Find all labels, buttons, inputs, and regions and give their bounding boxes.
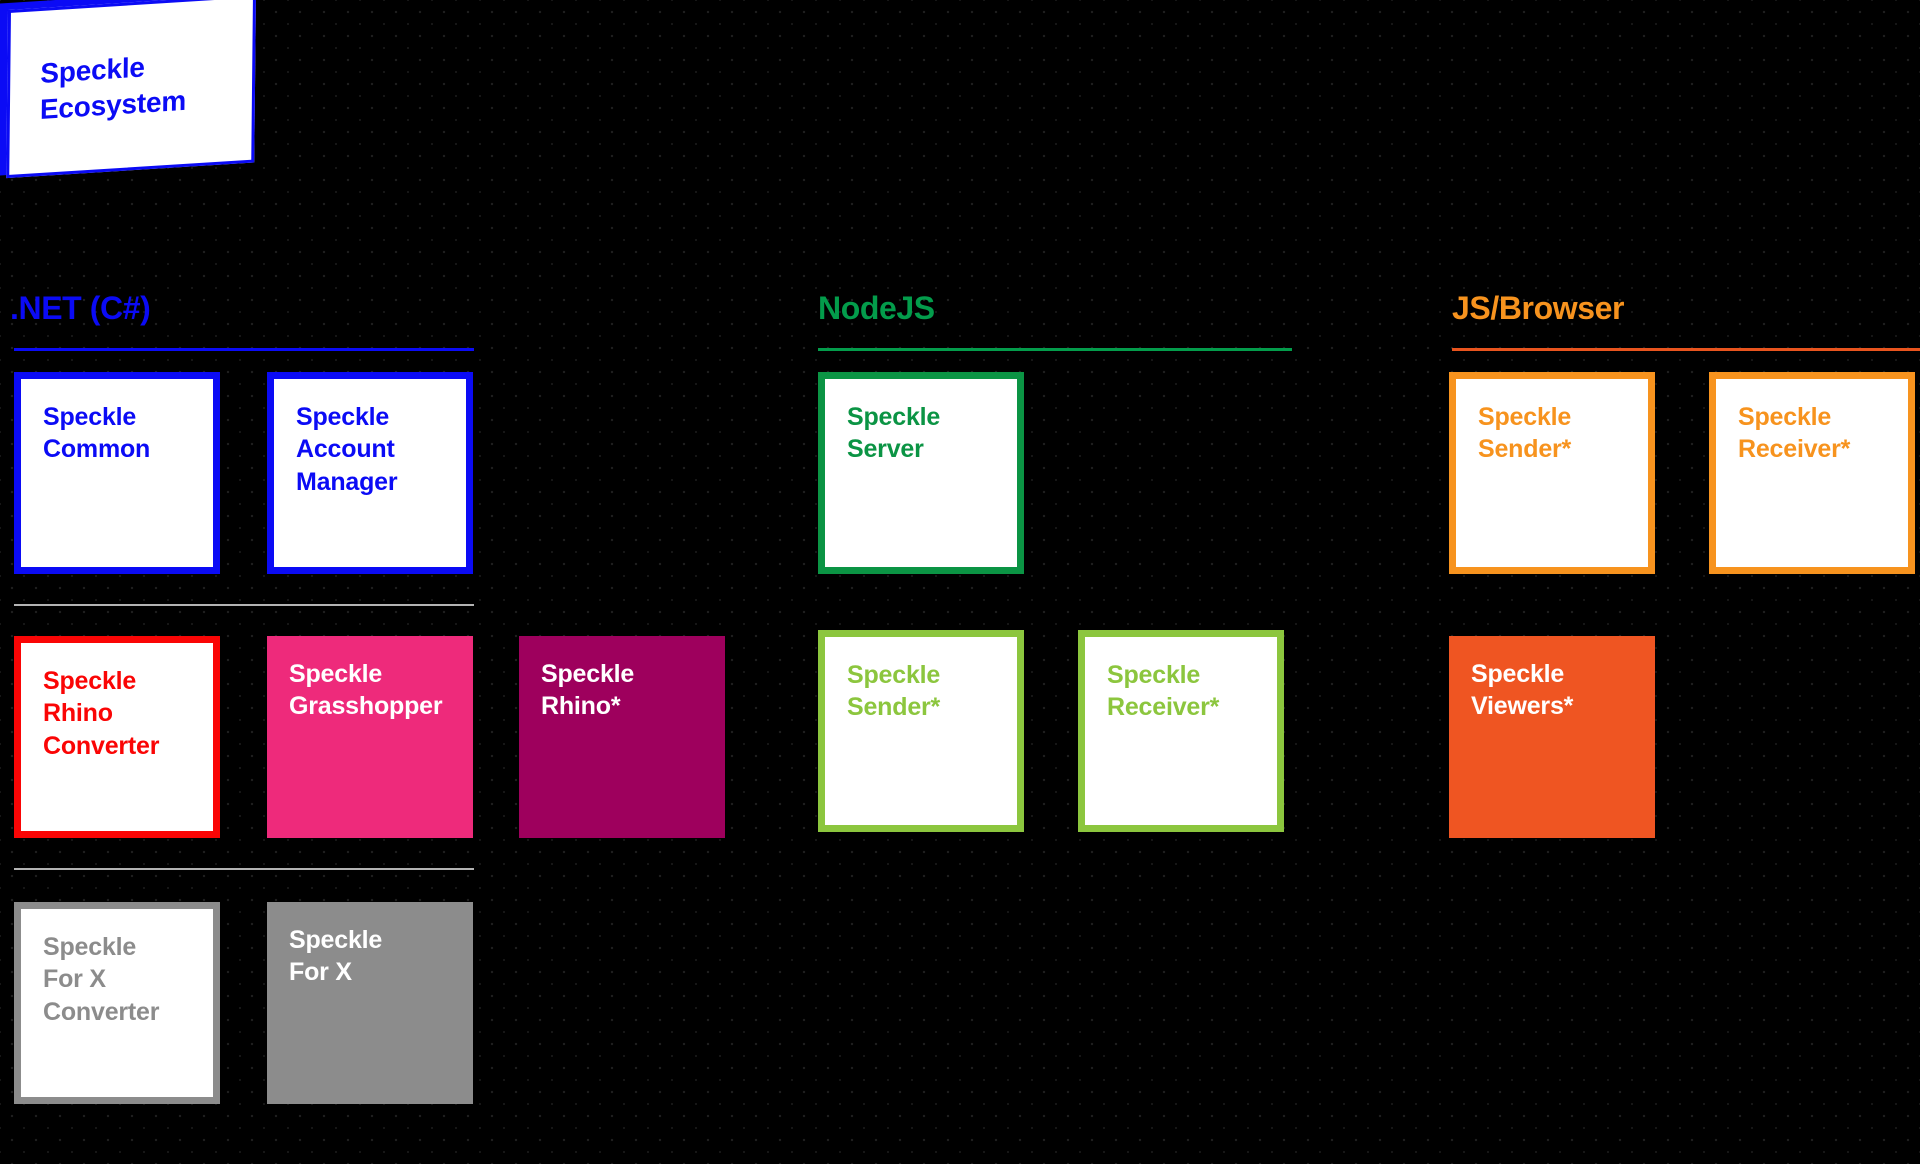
box-speckle-common[interactable]: Speckle Common — [14, 372, 220, 574]
column-header-jsbrowser: JS/Browser — [1452, 290, 1625, 326]
column-header-dotnet: .NET (C#) — [10, 290, 151, 326]
box-speckle-rhino-converter[interactable]: Speckle Rhino Converter — [14, 636, 220, 838]
title-card-face: Speckle Ecosystem — [6, 0, 256, 179]
box-speckle-receiver-js[interactable]: Speckle Receiver* — [1709, 372, 1915, 574]
column-header-nodejs: NodeJS — [818, 290, 935, 326]
box-speckle-grasshopper[interactable]: Speckle Grasshopper — [267, 636, 473, 838]
column-rule-jsbrowser — [1452, 348, 1920, 351]
box-speckle-viewers[interactable]: Speckle Viewers* — [1449, 636, 1655, 838]
dotnet-divider-2 — [14, 868, 474, 870]
box-speckle-account-manager[interactable]: Speckle Account Manager — [267, 372, 473, 574]
box-speckle-for-x[interactable]: Speckle For X — [267, 902, 473, 1104]
box-speckle-rhino[interactable]: Speckle Rhino* — [519, 636, 725, 838]
title-card-label: Speckle Ecosystem — [39, 51, 187, 126]
box-speckle-sender-js[interactable]: Speckle Sender* — [1449, 372, 1655, 574]
box-speckle-server[interactable]: Speckle Server — [818, 372, 1024, 574]
box-speckle-for-x-converter[interactable]: Speckle For X Converter — [14, 902, 220, 1104]
column-rule-dotnet — [14, 348, 474, 351]
column-rule-nodejs — [818, 348, 1292, 351]
box-speckle-sender-node[interactable]: Speckle Sender* — [818, 630, 1024, 832]
title-card: Speckle Ecosystem — [0, 0, 264, 194]
dotnet-divider-1 — [14, 604, 474, 606]
box-speckle-receiver-node[interactable]: Speckle Receiver* — [1078, 630, 1284, 832]
